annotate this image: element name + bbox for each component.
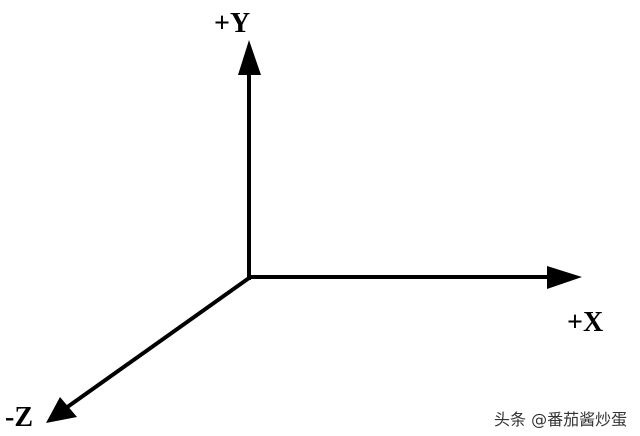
- z-axis-line: [63, 275, 252, 411]
- z-axis-arrowhead: [46, 397, 77, 423]
- x-axis-label: +X: [567, 307, 603, 338]
- z-axis-label: -Z: [5, 402, 33, 433]
- watermark: 头条 @番茄酱炒蛋: [494, 410, 628, 429]
- y-axis-arrowhead: [238, 40, 261, 75]
- y-axis-label: +Y: [214, 8, 250, 39]
- x-axis-arrowhead: [547, 266, 582, 289]
